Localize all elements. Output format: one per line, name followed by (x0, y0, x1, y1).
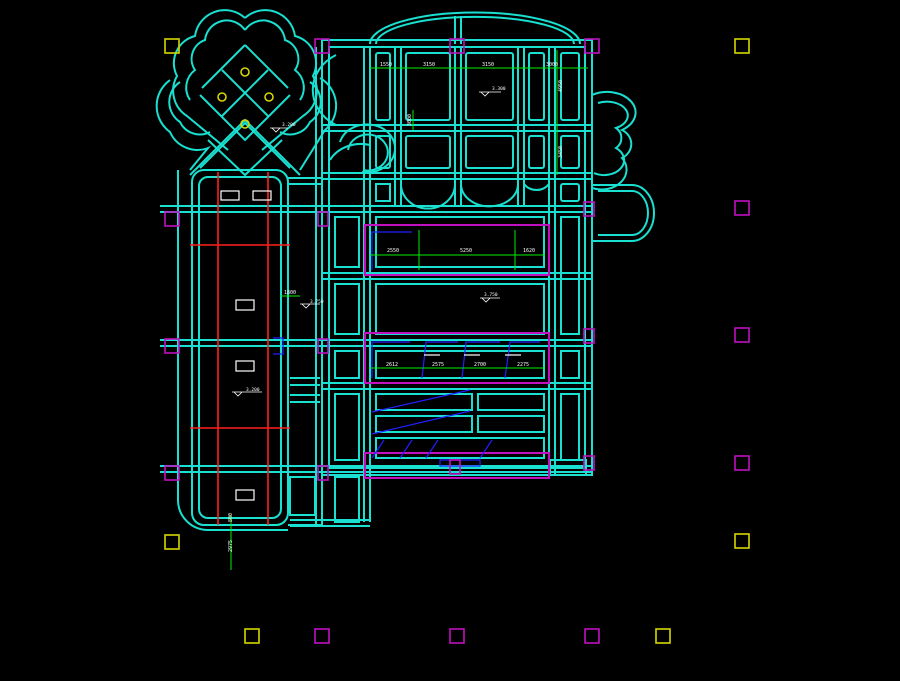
grid-marker (244, 628, 260, 644)
column (583, 455, 595, 471)
level-text-layer: 3.200 3.300 3.750 3.750 3.200 (246, 86, 506, 393)
grid-marker (164, 38, 180, 54)
dim-room-bot-4: 2275 (517, 362, 529, 368)
dim-left-h: 1800 (284, 290, 296, 296)
opening-layer (220, 190, 521, 501)
grid-marker-layer (164, 38, 750, 644)
dim-right-v1: 4950 (558, 80, 564, 92)
level-top-room: 3.300 (492, 86, 506, 92)
grid-marker (164, 534, 180, 550)
column-layer (164, 38, 750, 644)
column (584, 38, 600, 54)
column (164, 211, 180, 227)
column (449, 628, 465, 644)
level-left-mid: 3.750 (310, 299, 324, 305)
grid-marker (734, 38, 750, 54)
dim-room-bot-1: 2612 (386, 362, 398, 368)
dim-right-v2: 3450 (558, 146, 564, 158)
column (314, 38, 330, 54)
column (734, 200, 750, 216)
column (449, 38, 465, 54)
level-left-corridor: 3.200 (246, 387, 260, 393)
stair-layer (273, 231, 540, 467)
column (734, 455, 750, 471)
column (734, 327, 750, 343)
column (164, 465, 180, 481)
dim-room-top-2: 5250 (460, 248, 472, 254)
dim-top-3: 3150 (482, 62, 494, 68)
dim-top-2: 3150 (423, 62, 435, 68)
level-center-room: 3.750 (484, 292, 498, 298)
red-support-layer (190, 172, 290, 525)
column (317, 465, 329, 481)
column (583, 328, 595, 344)
column (317, 338, 329, 354)
dim-room-top-3: 1620 (523, 248, 535, 254)
dim-top-1: 1550 (380, 62, 392, 68)
dim-room-top-1: 2550 (387, 248, 399, 254)
column (317, 211, 329, 227)
grid-marker (734, 533, 750, 549)
grid-marker (655, 628, 671, 644)
level-garden: 3.200 (282, 122, 296, 128)
dim-bottom-v1: 800 (228, 513, 234, 522)
magenta-room-layer (364, 224, 550, 479)
column (449, 459, 461, 475)
column (583, 201, 595, 217)
dimension-text-layer: 1550 3150 3150 3000 4950 3450 3000 2550 … (228, 62, 564, 552)
column (314, 628, 330, 644)
dimension-line-layer (230, 50, 588, 570)
dim-bottom-v2: 2975 (228, 540, 234, 552)
dim-room-bot-3: 2700 (474, 362, 486, 368)
dim-top-4: 3000 (546, 62, 558, 68)
column (164, 338, 180, 354)
level-marker-layer (232, 91, 501, 397)
dim-room-bot-2: 2575 (432, 362, 444, 368)
column (584, 628, 600, 644)
dim-small-v: 3000 (407, 114, 413, 126)
